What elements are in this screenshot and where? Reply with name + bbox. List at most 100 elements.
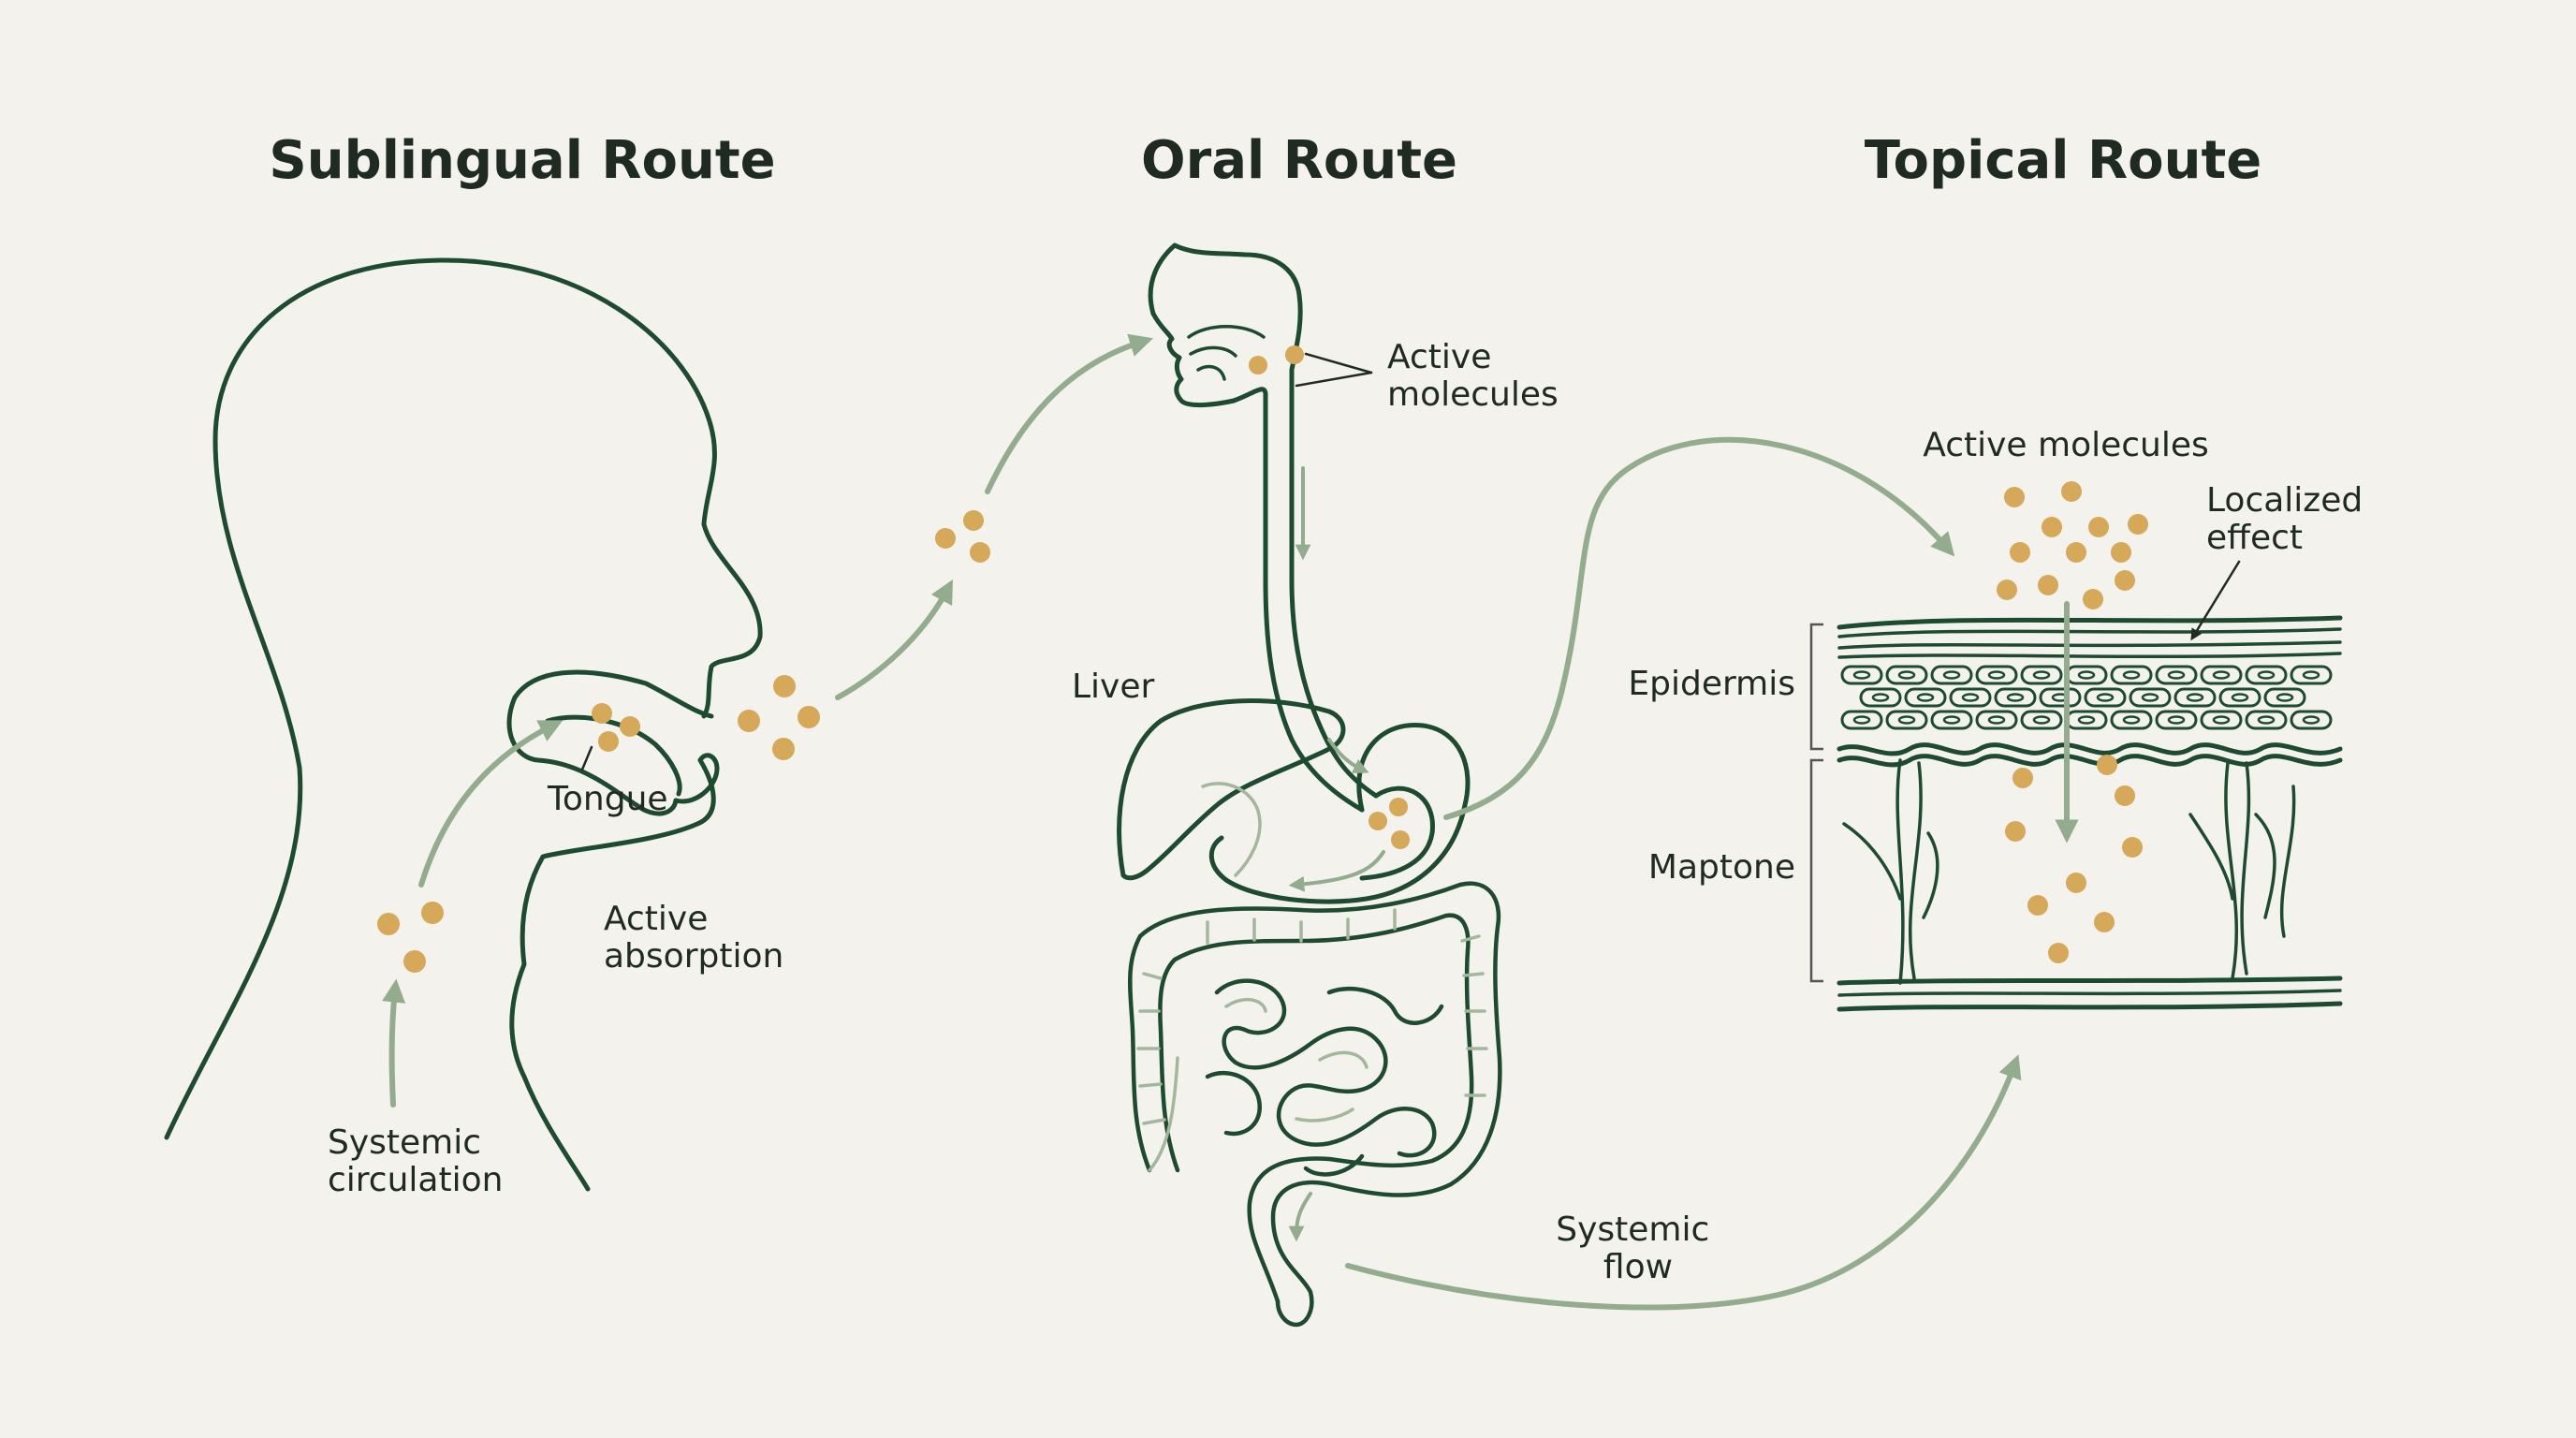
dermal-junction-line [1837,742,2343,756]
heading-sublingual-route: Sublingual Route [269,130,775,191]
skin-cell [1994,687,2037,708]
label-localized-effect: Localized effect [2206,481,2374,557]
skin-cell [1975,665,2018,685]
molecule [2027,895,2048,916]
skin-cell [1930,710,1973,730]
tongue-leader-line [580,745,593,771]
hair-follicle-left [1842,758,1939,985]
label-systemic-flow-line1: Systemic [1556,1211,1709,1249]
skin-cell [1840,710,1883,730]
cell-nucleus [2257,670,2276,680]
active-molecules-leader-2 [1295,371,1373,388]
small-intestine-coils [1214,978,1437,1158]
heading-topical-route: Topical Route [1865,130,2261,191]
digestive-system-illustration [1117,242,1502,1328]
oral-face-front [1150,311,1237,408]
cell-nucleus [2167,715,2186,725]
cell-nucleus [2141,693,2159,702]
esophagus-inner [1231,387,1365,813]
skin-cell [1930,665,1973,685]
molecule [2061,481,2082,502]
cell-nucleus [2302,715,2320,725]
cell-nucleus [2231,693,2249,702]
cell-nucleus [1897,715,1916,725]
molecule [377,913,400,935]
molecule [2066,873,2086,893]
cell-nucleus [1987,670,2006,680]
molecule [2048,943,2069,963]
skin-cell [2020,665,2063,685]
subcutaneous-line-2 [1837,989,2342,997]
subcutaneous-line-1 [1837,976,2343,986]
liver-inner-detail [1201,782,1262,877]
molecule [2128,514,2148,535]
label-systemic-circulation-line2: circulation [328,1161,503,1199]
molecule [1997,580,2017,600]
hair-follicle-right [2188,761,2296,980]
skin-cell [2290,710,2333,730]
molecule [2097,755,2117,775]
subcutaneous-line-3 [1837,1001,2343,1012]
molecule [2115,570,2135,591]
stomach-outline [1208,722,1471,904]
molecule [1368,812,1387,830]
cell-nucleus [2167,670,2186,680]
molecule [1285,345,1304,364]
stomach-lower [1359,785,1435,881]
cell-nucleus [2122,715,2141,725]
molecule [403,950,426,973]
skin-cell [1840,665,1883,685]
heading-oral-route: Oral Route [1141,130,1457,191]
label-systemic-flow: Systemic flow [1556,1211,1720,1286]
oral-molecules [1249,345,1410,849]
cell-nucleus [2077,670,2096,680]
skin-cell [2290,665,2333,685]
skin-cell [2174,687,2217,708]
skin-cell [1885,665,1928,685]
head-outline [164,257,763,1140]
label-systemic-circulation-line1: Systemic [328,1123,481,1162]
arrow-stomach-to-topical [1443,436,1955,820]
label-liver: Liver [1072,668,1155,706]
arrow-stomach-to-intestine [1288,850,1385,892]
skin-cell [1975,710,2018,730]
cell-nucleus [2032,670,2051,680]
large-intestine-outline [1127,881,1502,1328]
cell-nucleus [1942,670,1961,680]
molecule [970,542,990,563]
label-localized-effect-line1: Localized [2206,481,2363,520]
skin-cell [2155,710,2198,730]
label-localized-effect-line2: effect [2206,519,2303,557]
liver-outline [1117,698,1346,881]
label-active-absorption-line2: absorption [604,937,783,976]
epidermis-bracket [1809,623,1823,751]
molecule [2005,821,2026,842]
skin-cell [2065,665,2108,685]
label-oral-active-molecules: Active molecules [1387,338,1559,414]
localized-effect-leader [2190,560,2241,641]
sublingual-molecules [377,510,990,973]
stratum-lines [1837,640,2342,659]
cell-nucleus [2302,670,2320,680]
label-tongue: Tongue [547,780,668,818]
internal-flow-line [1148,1056,1179,1172]
molecule [620,716,640,737]
jaw-chin-outline [509,757,716,1192]
molecule [798,706,820,728]
oral-head-outline [1148,242,1379,799]
molecule [963,510,984,531]
cell-nucleus [1942,715,1961,725]
topical-molecules [1997,481,2148,963]
small-intestine-coils-2 [1205,986,1444,1177]
skin-cell [2129,687,2172,708]
label-active-absorption-line1: Active [604,900,708,938]
cell-nucleus [2257,715,2276,725]
molecule [2042,517,2062,537]
skin-cell [2245,710,2288,730]
colon-haustra [1136,908,1488,1125]
molecule [2066,542,2086,563]
molecule [1249,356,1267,374]
molecule [2012,768,2033,788]
stratum-corneum-top [1837,627,2342,638]
